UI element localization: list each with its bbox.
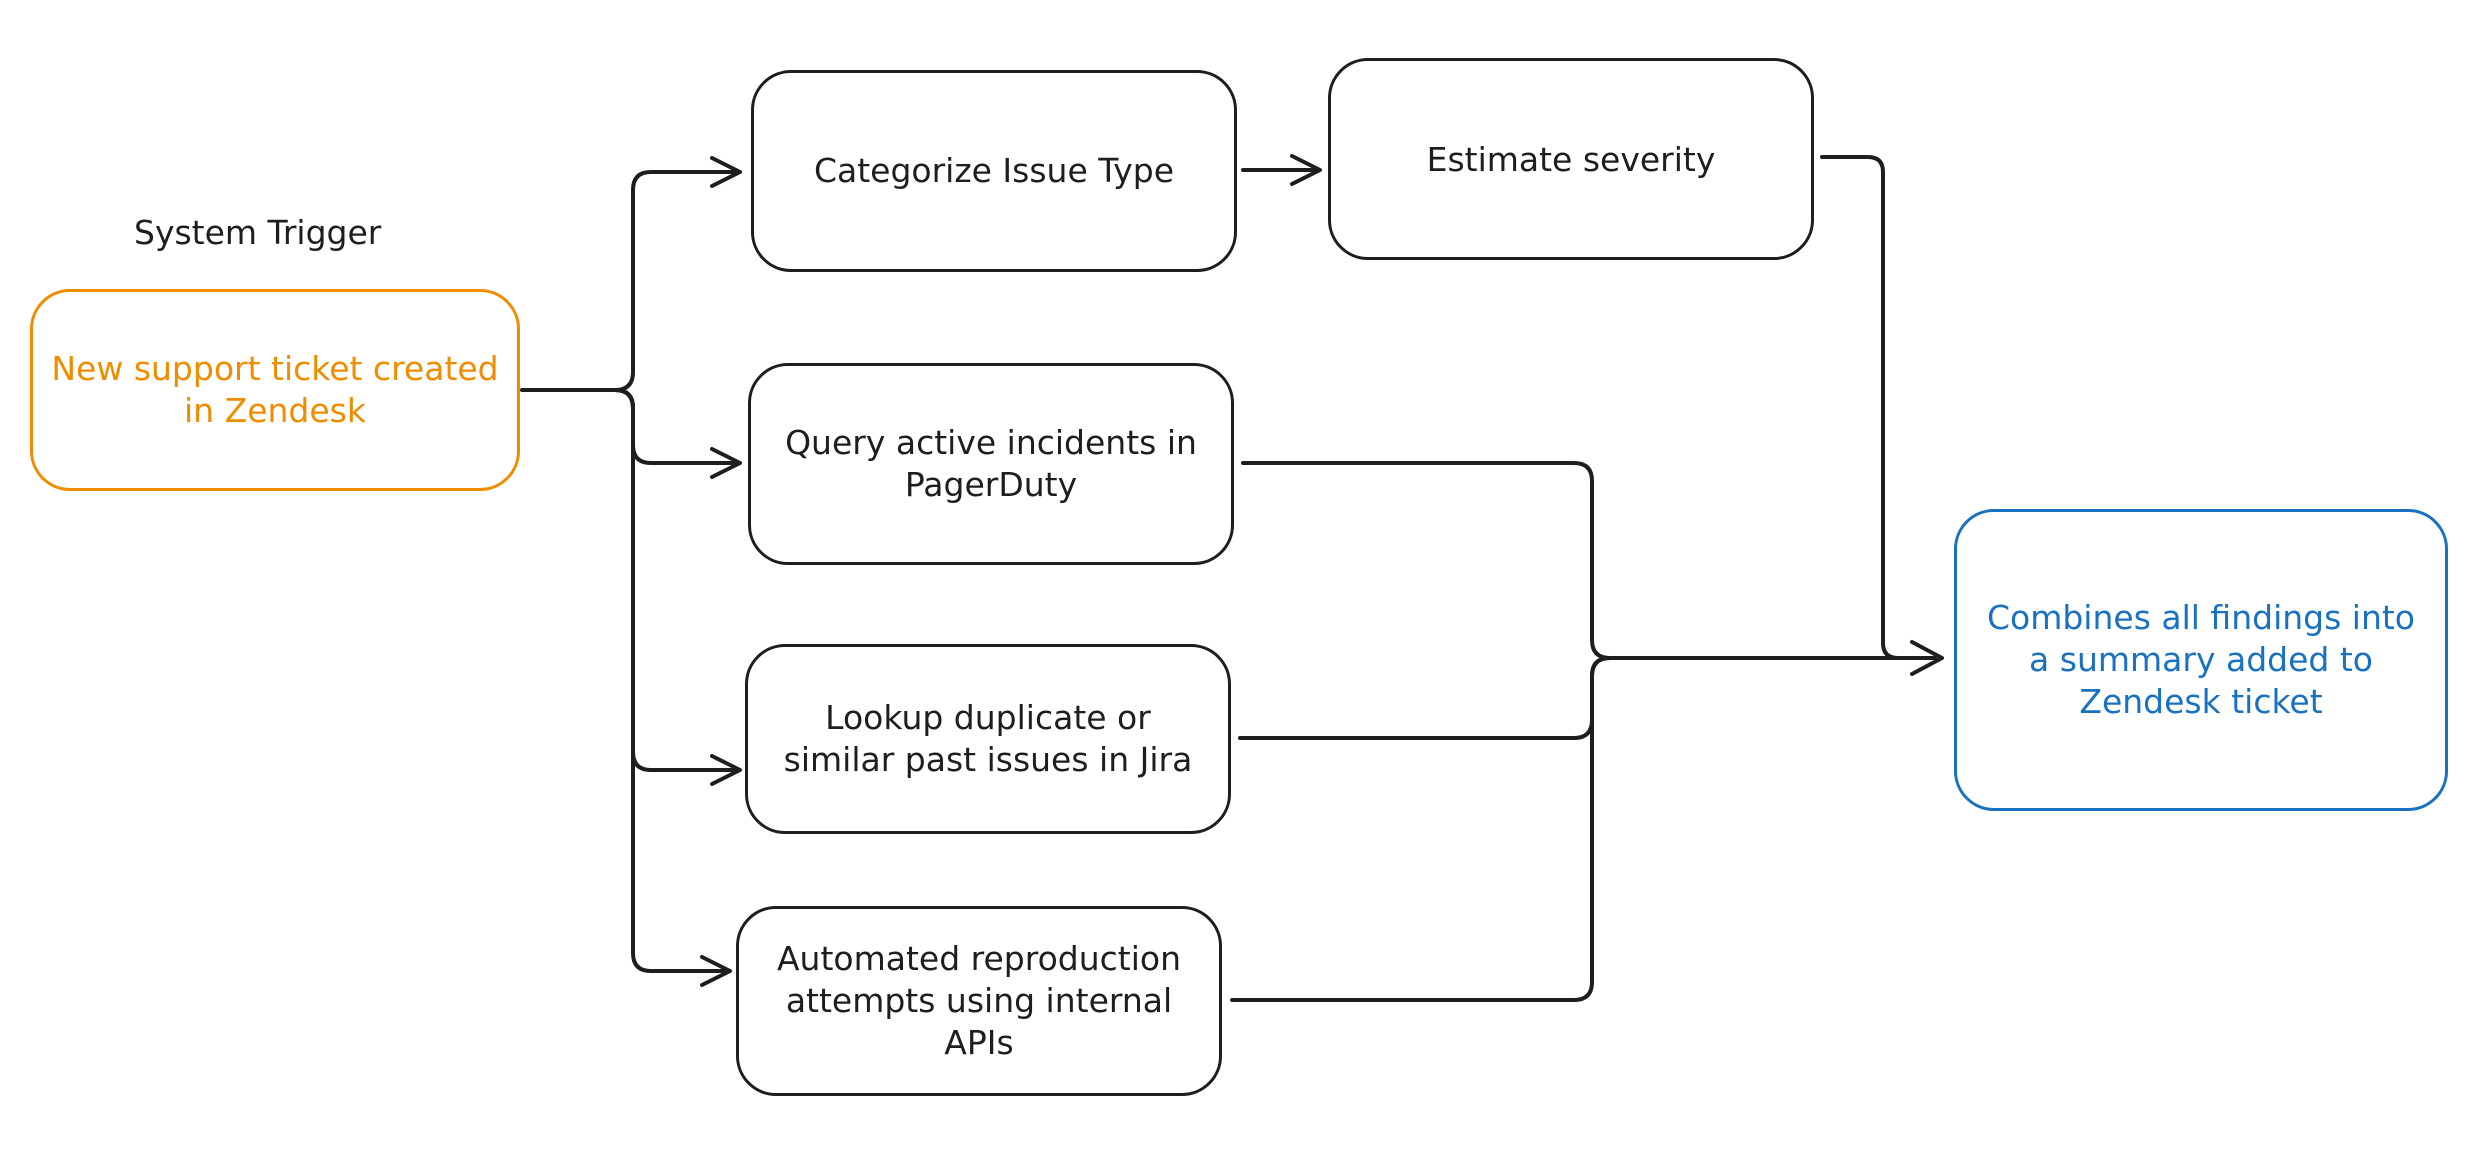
node-severity: Estimate severity [1328, 58, 1814, 260]
node-categorize: Categorize Issue Type [751, 70, 1237, 272]
edge-trigger-trunk [520, 170, 737, 392]
trigger-caption: System Trigger [134, 213, 382, 252]
arrowhead-jira [710, 754, 742, 786]
edge-reproduction-summary [1230, 656, 1612, 1002]
arrowhead-pagerduty [710, 447, 742, 479]
node-jira: Lookup duplicate or similar past issues … [745, 644, 1231, 834]
edge-severity-summary [1820, 155, 1937, 660]
edge-pagerduty-summary [1241, 461, 1937, 660]
node-categorize-label: Categorize Issue Type [813, 151, 1175, 190]
node-reproduction: Automated reproduction attempts using in… [736, 906, 1222, 1096]
arrowhead-reproduction [700, 955, 732, 987]
node-trigger: New support ticket created in Zendesk [30, 289, 520, 491]
node-pagerduty-label: Query active incidents in PagerDuty [785, 423, 1197, 504]
edge-jira-summary [1238, 656, 1612, 740]
node-summary-label: Combines all findings into a summary add… [1986, 598, 2416, 721]
node-reproduction-label: Automated reproduction attempts using in… [776, 939, 1181, 1062]
node-jira-label: Lookup duplicate or similar past issues … [783, 698, 1193, 779]
edge-trigger-reproduction [613, 388, 727, 973]
arrowhead-categorize [710, 156, 742, 188]
arrowhead-summary [1910, 640, 1944, 676]
node-summary: Combines all findings into a summary add… [1954, 509, 2448, 811]
node-trigger-label: New support ticket created in Zendesk [51, 349, 499, 430]
node-severity-label: Estimate severity [1426, 140, 1716, 179]
arrowhead-severity [1290, 154, 1322, 186]
node-pagerduty: Query active incidents in PagerDuty [748, 363, 1234, 565]
